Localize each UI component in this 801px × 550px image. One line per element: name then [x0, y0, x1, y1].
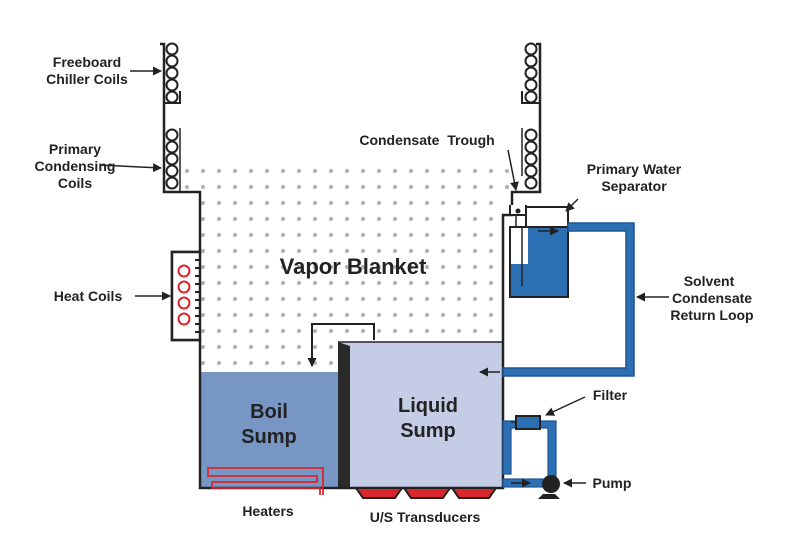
label-leaders: [99, 66, 669, 488]
primary-condensing-label-1: Primary: [49, 141, 101, 157]
liquid-sump-label-1: Liquid: [398, 395, 458, 417]
heat-coils-box: [170, 250, 202, 342]
overflow-weir: [307, 323, 375, 367]
freeboard-chiller-coils-right: [524, 42, 538, 104]
primary-condensing-coils-right: [524, 128, 538, 190]
transducers-label: U/S Transducers: [370, 509, 481, 525]
coil-bracket-right: [521, 91, 540, 104]
liquid-sump-label-2: Sump: [400, 420, 456, 442]
heaters-label: Heaters: [242, 503, 294, 519]
freeboard-label-1: Freeboard: [53, 54, 121, 70]
freeboard-label-2: Chiller Coils: [46, 71, 128, 87]
us-transducers: [354, 487, 498, 499]
boil-sump-label-2: Sump: [241, 426, 297, 448]
sump-divider: [338, 342, 350, 488]
condensate-trough: [509, 205, 527, 228]
return-loop-label-1: Solvent: [684, 273, 735, 289]
filter-icon: [515, 415, 541, 430]
return-loop-pipe: [502, 222, 635, 377]
water-separator-label-2: Separator: [601, 178, 667, 194]
water-separator: [509, 206, 569, 298]
heaters-element: [207, 467, 324, 495]
return-loop-label-3: Return Loop: [670, 307, 753, 323]
primary-condensing-coils-left: [165, 128, 179, 190]
return-loop-label-2: Condensate: [672, 290, 752, 306]
filter-label: Filter: [593, 387, 628, 403]
primary-condensing-label-3: Coils: [58, 175, 92, 191]
tank-outline: [160, 42, 542, 490]
liquid-sump-liquid: [338, 342, 503, 488]
coil-bracket-left: [164, 91, 181, 104]
heat-coils-label: Heat Coils: [54, 288, 123, 304]
primary-condensing-label-2: Condensing: [35, 158, 116, 174]
water-separator-label-1: Primary Water: [587, 161, 682, 177]
vapor-blanket-label: Vapor Blanket: [280, 254, 427, 279]
pump-icon: [538, 475, 560, 499]
condensate-trough-label: Condensate Trough: [359, 132, 494, 148]
pump-label: Pump: [593, 475, 632, 491]
boil-sump-label-1: Boil: [250, 401, 288, 423]
freeboard-chiller-coils-left: [165, 42, 179, 104]
